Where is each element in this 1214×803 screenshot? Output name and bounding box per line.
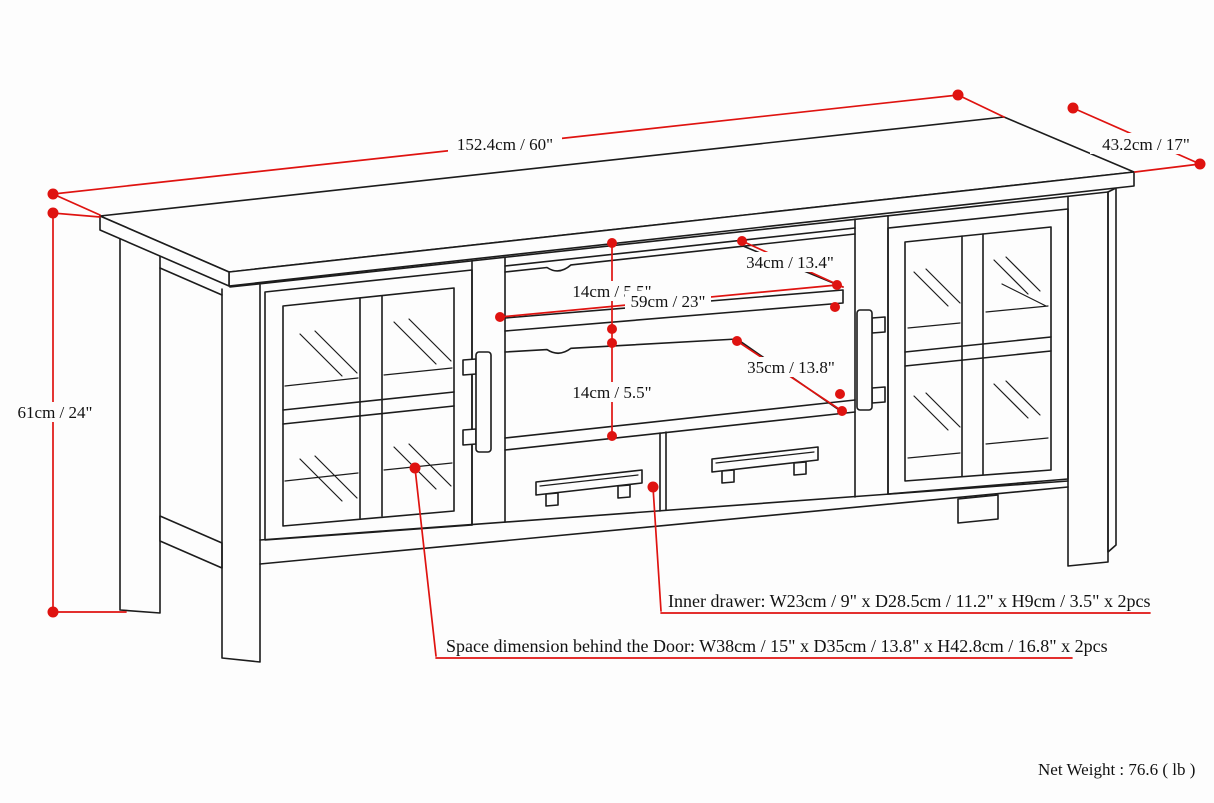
tv-stand-drawing	[99, 116, 1135, 663]
inner-drawer-note: Inner drawer: W23cm / 9" x D28.5cm / 11.…	[647, 481, 1151, 614]
net-weight-label: Net Weight : 76.6 ( lb )	[1038, 760, 1195, 779]
height-label: 61cm / 24"	[18, 403, 93, 422]
interior-shelf-lines	[284, 367, 453, 482]
shelf-width-dimension: 59cm / 23"	[495, 280, 842, 322]
drawer-divider	[659, 431, 667, 512]
right-side-panel	[1107, 187, 1117, 553]
lower-shelf-depth-dimension: 35cm / 13.8"	[732, 336, 847, 416]
right-glass-door	[856, 208, 1069, 495]
lower-shelf-depth-label: 35cm / 13.8"	[747, 358, 835, 377]
front-left-leg	[221, 284, 261, 663]
left-drawer-handle	[535, 469, 643, 507]
upper-shelf-depth-label: 34cm / 13.4"	[746, 253, 834, 272]
tabletop	[99, 116, 1135, 287]
depth-dimension: 43.2cm / 17"	[1067, 102, 1206, 173]
upper-back-rail-cable-notch	[504, 233, 856, 273]
width-label: 152.4cm / 60"	[457, 135, 553, 154]
left-side-panel	[119, 233, 223, 614]
dimension-annotations: 152.4cm / 60" 43.2cm / 17" 61cm / 24" 14…	[12, 89, 1206, 659]
door-mullion-vertical	[961, 233, 984, 477]
front-frame	[221, 191, 1109, 663]
upper-shelf-depth-dimension: 34cm / 13.4"	[737, 236, 844, 288]
lower-opening-label: 14cm / 5.5"	[572, 383, 651, 402]
front-right-leg	[1067, 191, 1109, 567]
depth-label: 43.2cm / 17"	[1102, 135, 1190, 154]
height-dimension: 61cm / 24"	[12, 207, 127, 618]
glass-glare-lines	[913, 256, 1041, 431]
width-dimension: 152.4cm / 60"	[47, 89, 1005, 216]
center-shelf-compartment	[504, 227, 856, 451]
door-space-note: Space dimension behind the Door: W38cm /…	[409, 462, 1108, 659]
shelf-width-label: 59cm / 23"	[631, 292, 706, 311]
drawer-top-panel	[504, 399, 856, 451]
center-foot	[957, 494, 999, 524]
left-glass-door	[264, 269, 492, 541]
glass-glare-lines	[299, 318, 452, 502]
interior-shelf-lines	[907, 283, 1049, 459]
opening-height-dimensions: 14cm / 5.5" 14cm / 5.5"	[568, 238, 656, 441]
lower-back-rail-cable-notch	[504, 338, 738, 355]
right-drawer-handle	[711, 446, 819, 484]
door-mullion-vertical	[359, 295, 383, 519]
door-space-text: Space dimension behind the Door: W38cm /…	[446, 636, 1108, 656]
door-mullion-horizontal	[904, 336, 1052, 367]
inner-drawer-text: Inner drawer: W23cm / 9" x D28.5cm / 11.…	[668, 591, 1150, 611]
drawers	[535, 431, 819, 512]
left-door-handle	[462, 351, 492, 453]
door-mullion-horizontal	[282, 391, 455, 425]
right-door-handle	[856, 309, 886, 411]
